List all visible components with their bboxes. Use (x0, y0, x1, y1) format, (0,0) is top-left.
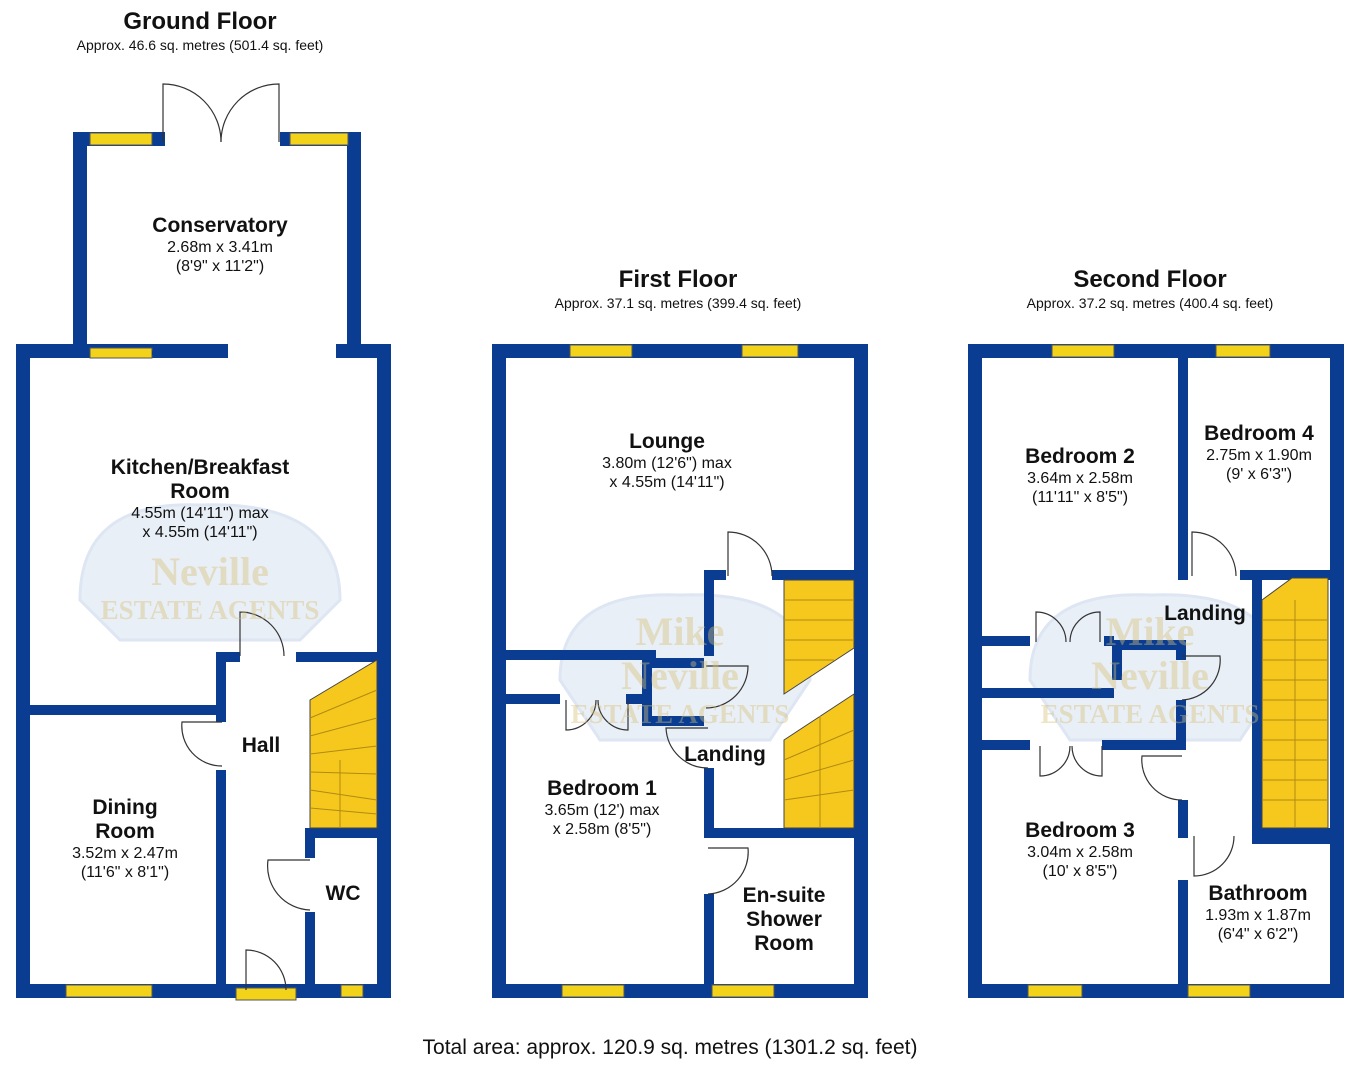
room-dimensions: 3.52m x 2.47m (72, 845, 178, 862)
room-name: Lounge (629, 430, 705, 453)
total-area: Total area: approx. 120.9 sq. metres (13… (422, 1036, 918, 1059)
second-floor-stairs (1261, 577, 1329, 829)
room-name: Bedroom 4 (1204, 422, 1314, 445)
room-name: Kitchen/Breakfast (110, 456, 290, 479)
room-landing-second: Landing (1150, 602, 1260, 626)
watermark-text-first: Mike Neville ESTATE AGENTS (530, 610, 830, 730)
room-dimensions-imperial: (11'6" x 8'1") (80, 864, 170, 881)
room-dimensions: 3.80m (12'6") max (602, 455, 732, 472)
room-bedroom-4: Bedroom 4 2.75m x 1.90m (9' x 6'3") (1188, 422, 1330, 484)
room-name: Hall (241, 734, 281, 757)
ground-floor-windows (65, 132, 364, 1001)
room-name: WC (325, 882, 361, 905)
watermark-line-2: Neville (1091, 653, 1209, 698)
watermark-text-second: Mike Neville ESTATE AGENTS (1000, 610, 1300, 730)
floor-title: Second Floor (1073, 266, 1227, 293)
watermark-line-3: ESTATE AGENTS (570, 699, 790, 729)
room-en-suite: En-suite Shower Room (714, 884, 854, 956)
room-name-line-3: Room (754, 932, 814, 955)
first-floor-heading: First Floor Approx. 37.1 sq. metres (399… (518, 266, 838, 312)
room-bathroom: Bathroom 1.93m x 1.87m (6'4" x 6'2") (1186, 882, 1330, 944)
room-name: Landing (1164, 602, 1246, 625)
ground-floor-heading: Ground Floor Approx. 46.6 sq. metres (50… (40, 8, 360, 54)
room-kitchen-breakfast: Kitchen/Breakfast Room 4.55m (14'11") ma… (70, 456, 330, 542)
ground-floor-doors (162, 83, 311, 991)
floor-area: Approx. 37.2 sq. metres (400.4 sq. feet) (1026, 295, 1274, 311)
room-name: Bedroom 1 (547, 777, 657, 800)
room-dimensions: 3.04m x 2.58m (1027, 844, 1133, 861)
room-landing-first: Landing (670, 743, 780, 767)
watermark-line-3: ESTATE AGENTS (1040, 699, 1260, 729)
room-name: Bathroom (1208, 882, 1308, 905)
room-bedroom-2: Bedroom 2 3.64m x 2.58m (11'11" x 8'5") (982, 445, 1178, 507)
floor-area: Approx. 46.6 sq. metres (501.4 sq. feet) (76, 37, 324, 53)
first-floor-stairs (783, 579, 855, 829)
room-name: En-suite (742, 884, 826, 907)
room-dimensions-imperial: (9' x 6'3") (1225, 466, 1293, 483)
room-dimensions-imperial: (6'4" x 6'2") (1217, 926, 1299, 943)
room-bedroom-3: Bedroom 3 3.04m x 2.58m (10' x 8'5") (982, 819, 1178, 881)
room-dimensions-imperial: (10' x 8'5") (1042, 863, 1118, 880)
first-floor-doors (565, 531, 773, 895)
watermark-line-1: Mike (635, 609, 725, 654)
room-name: Landing (684, 743, 766, 766)
floor-title: First Floor (618, 266, 738, 293)
floor-area: Approx. 37.1 sq. metres (399.4 sq. feet) (554, 295, 802, 311)
watermark-line-3: ESTATE AGENTS (100, 595, 320, 625)
room-dimensions-line-2: x 2.58m (8'5") (552, 821, 652, 838)
room-name-line-2: Room (95, 820, 155, 843)
second-floor-windows (1027, 344, 1271, 998)
room-dimensions-line-2: x 4.55m (14'11") (142, 524, 258, 541)
room-name-line-2: Shower (746, 908, 822, 931)
room-name: Conservatory (152, 214, 288, 237)
first-floor-windows (561, 344, 799, 998)
room-dimensions: 3.64m x 2.58m (1027, 470, 1133, 487)
room-dimensions: 1.93m x 1.87m (1205, 907, 1311, 924)
floor-title: Ground Floor (123, 8, 277, 35)
room-dimensions: 4.55m (14'11") max (131, 505, 269, 522)
second-floor-heading: Second Floor Approx. 37.2 sq. metres (40… (990, 266, 1310, 312)
room-bedroom-1: Bedroom 1 3.65m (12') max x 2.58m (8'5") (500, 777, 704, 839)
room-dining: Dining Room 3.52m x 2.47m (11'6" x 8'1") (30, 796, 220, 882)
room-dimensions: 2.68m x 3.41m (167, 239, 273, 256)
room-lounge: Lounge 3.80m (12'6") max x 4.55m (14'11"… (547, 430, 787, 492)
room-wc: WC (315, 882, 371, 906)
watermark-line-2: Neville (151, 549, 269, 594)
room-conservatory: Conservatory 2.68m x 3.41m (8'9" x 11'2"… (100, 214, 340, 276)
room-name: Dining (92, 796, 158, 819)
room-dimensions-imperial: (8'9" x 11'2") (175, 258, 265, 275)
watermark-line-1: Mike (1105, 609, 1195, 654)
watermark-text-ground: Neville ESTATE AGENTS (60, 550, 360, 626)
watermark-line-2: Neville (621, 653, 739, 698)
room-dimensions-imperial: (11'11" x 8'5") (1031, 489, 1129, 506)
room-hall: Hall (226, 734, 296, 758)
room-name: Bedroom 3 (1025, 819, 1135, 842)
room-name: Bedroom 2 (1025, 445, 1135, 468)
room-name-line-2: Room (170, 480, 230, 503)
room-dimensions: 2.75m x 1.90m (1206, 447, 1312, 464)
room-dimensions: 3.65m (12') max (544, 802, 660, 819)
room-dimensions-line-2: x 4.55m (14'11") (609, 474, 725, 491)
watermark-crest-ground (78, 503, 342, 642)
second-floor-doors (1035, 531, 1237, 877)
ground-floor-stairs (309, 659, 378, 829)
